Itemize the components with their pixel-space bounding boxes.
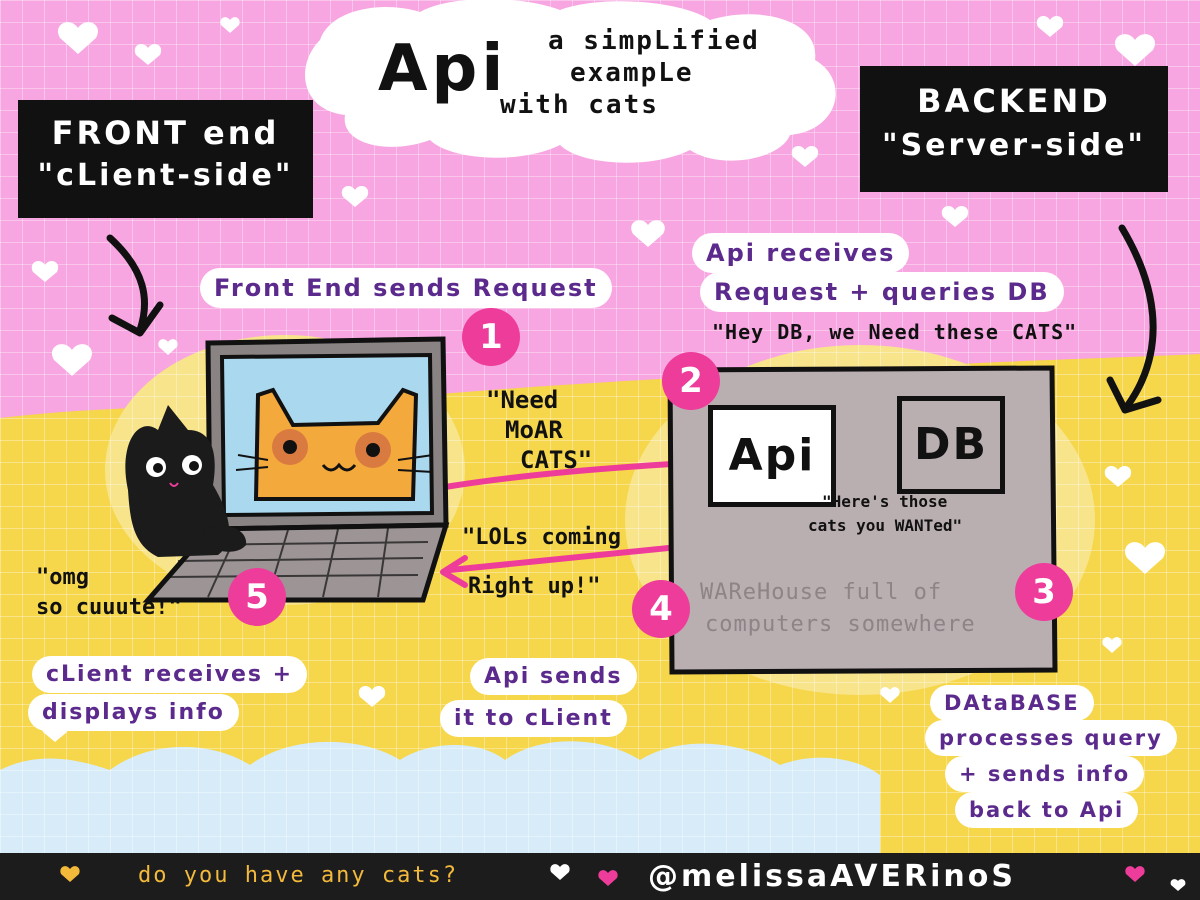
db-reply-line1: "Here's those: [822, 492, 948, 511]
omg-line2: so cuuute!": [36, 595, 182, 620]
footer-question: do you have any cats?: [138, 863, 459, 888]
warehouse-line2: computers somewhere: [705, 612, 976, 637]
step3-label-line1: DAtaBASE: [930, 685, 1094, 721]
page-title: Api: [378, 32, 508, 106]
frontend-label-box: FRONT end "cLient-side": [18, 100, 313, 218]
subtitle-line1: a simpLified: [548, 26, 760, 56]
lols-line2: Right up!": [468, 574, 601, 599]
subtitle-line3: with cats: [500, 90, 659, 120]
step2-label-line1: Api receives: [692, 233, 910, 273]
step2-quote: "Hey DB, we Need these CATS": [712, 320, 1078, 344]
step2-badge: 2: [662, 352, 720, 410]
step5-label-line1: cLient receives +: [32, 656, 308, 693]
db-reply-line2: cats you WANTed": [808, 516, 963, 535]
footer-bar: do you have any cats? @melissaAVERinoS: [0, 853, 1200, 900]
step3-label-line2: processes query: [925, 720, 1177, 756]
backend-down-arrow: [1118, 224, 1157, 409]
step5-label-line2: displays info: [28, 694, 239, 731]
step5-badge: 5: [228, 568, 286, 626]
step4-label-line1: Api sends: [470, 658, 637, 695]
request-arrow: [442, 460, 693, 490]
need-cats-line3: CATS": [520, 446, 593, 474]
database-box: DB: [897, 396, 1005, 494]
frontend-down-arrow: [106, 234, 149, 334]
step3-label-line3: + sends info: [945, 756, 1145, 792]
frontend-title: FRONT end: [51, 114, 280, 152]
warehouse-line1: WAReHouse full of: [700, 580, 943, 605]
need-cats-line2: MoAR: [505, 416, 563, 444]
step4-label-line2: it to cLient: [440, 700, 627, 737]
step3-label-line4: back to Api: [955, 792, 1139, 828]
step3-badge: 3: [1015, 563, 1073, 621]
subtitle-line2: exampLe: [570, 58, 694, 88]
need-cats-line1: "Need: [486, 386, 559, 414]
omg-line1: "omg: [36, 565, 89, 590]
frontend-subtitle: "cLient-side": [37, 158, 294, 193]
footer-hearts: [60, 864, 1186, 891]
backend-label-box: BACKEND "Server-side": [860, 66, 1168, 192]
step1-label: Front End sends Request: [200, 268, 612, 308]
step2-label-line2: Request + queries DB: [700, 272, 1064, 312]
step4-badge: 4: [632, 580, 690, 638]
backend-subtitle: "Server-side": [881, 128, 1147, 163]
api-server-box: Api: [708, 405, 836, 507]
step1-badge: 1: [462, 308, 520, 366]
backend-title: BACKEND: [917, 82, 1111, 120]
footer-handle: @melissaAVERinoS: [648, 859, 1016, 894]
lols-line1: "LOLs coming: [462, 525, 621, 550]
laptop-illustration: [125, 336, 450, 603]
